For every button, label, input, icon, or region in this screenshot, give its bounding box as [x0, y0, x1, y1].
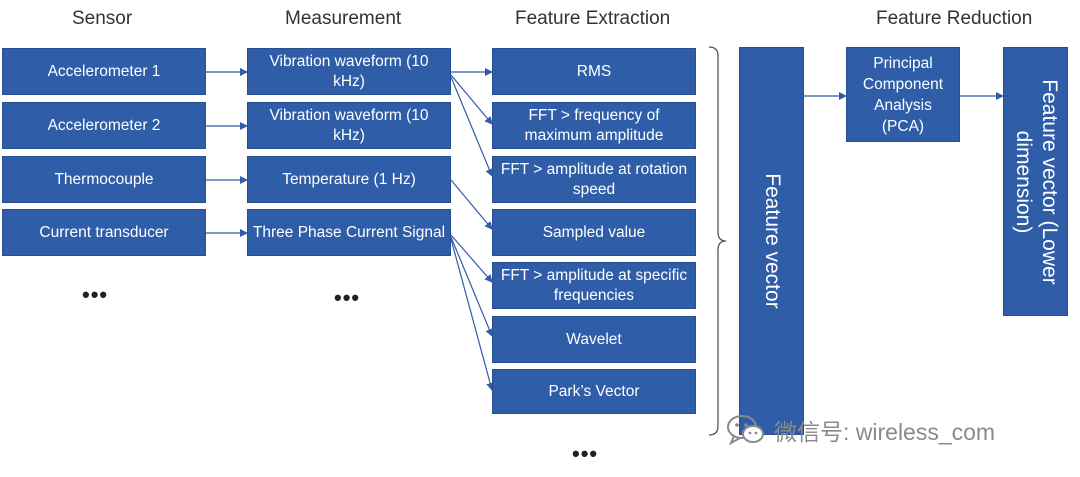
- feature-box-wavelet: Wavelet: [492, 316, 696, 363]
- arrow-current-to-wavelet: [450, 236, 494, 337]
- feature-box-parks-vector: Park’s Vector: [492, 369, 696, 414]
- watermark: 微信号: wireless_com: [726, 412, 995, 448]
- arrow-vib-to-fft-max: [450, 74, 493, 125]
- feature-vector-box: Feature vector: [739, 47, 804, 435]
- feature-extraction-header: Feature Extraction: [515, 8, 671, 29]
- sensor-ellipsis: •••: [82, 282, 109, 307]
- reduced-feature-vector-box: Feature vector (Lower dimension): [1003, 47, 1068, 316]
- measurement-header: Measurement: [285, 8, 402, 29]
- arrow-current-to-parks: [450, 238, 495, 391]
- feature-box-fft-rotation: FFT > amplitude at rotation speed: [492, 156, 696, 203]
- feature-ellipsis: •••: [572, 441, 599, 466]
- measurement-box-1: Vibration waveform (10 kHz): [247, 48, 451, 95]
- sensor-box-2: Accelerometer 2: [2, 102, 206, 149]
- measurement-box-2: Vibration waveform (10 kHz): [247, 102, 451, 149]
- measurement-ellipsis: •••: [334, 285, 361, 310]
- feature-box-sampled-value: Sampled value: [492, 209, 696, 256]
- measurement-box-3: Temperature (1 Hz): [247, 156, 451, 203]
- measurement-box-4: Three Phase Current Signal: [247, 209, 451, 256]
- sensor-box-3: Thermocouple: [2, 156, 206, 203]
- sensor-box-4: Current transducer: [2, 209, 206, 256]
- watermark-text: 微信号: wireless_com: [774, 419, 996, 445]
- feature-box-fft-max-amplitude: FFT > frequency of maximum amplitude: [492, 102, 696, 149]
- feature-reduction-header: Feature Reduction: [876, 8, 1033, 29]
- reduced-feature-vector-label: Feature vector (Lower dimension): [1011, 78, 1061, 285]
- feature-bracket: [708, 46, 727, 436]
- arrow-temp-to-sampled: [450, 179, 493, 230]
- feature-box-rms: RMS: [492, 48, 696, 95]
- sensor-header: Sensor: [72, 8, 133, 29]
- arrow-current-to-fft-spec: [450, 234, 493, 283]
- feature-box-fft-specific: FFT > amplitude at specific frequencies: [492, 262, 696, 309]
- sensor-box-1: Accelerometer 1: [2, 48, 206, 95]
- feature-vector-label: Feature vector: [760, 173, 784, 309]
- wechat-icon: [727, 415, 764, 446]
- arrow-vib-to-fft-rot: [450, 76, 494, 177]
- pca-box: Principal Component Analysis (PCA): [846, 47, 960, 142]
